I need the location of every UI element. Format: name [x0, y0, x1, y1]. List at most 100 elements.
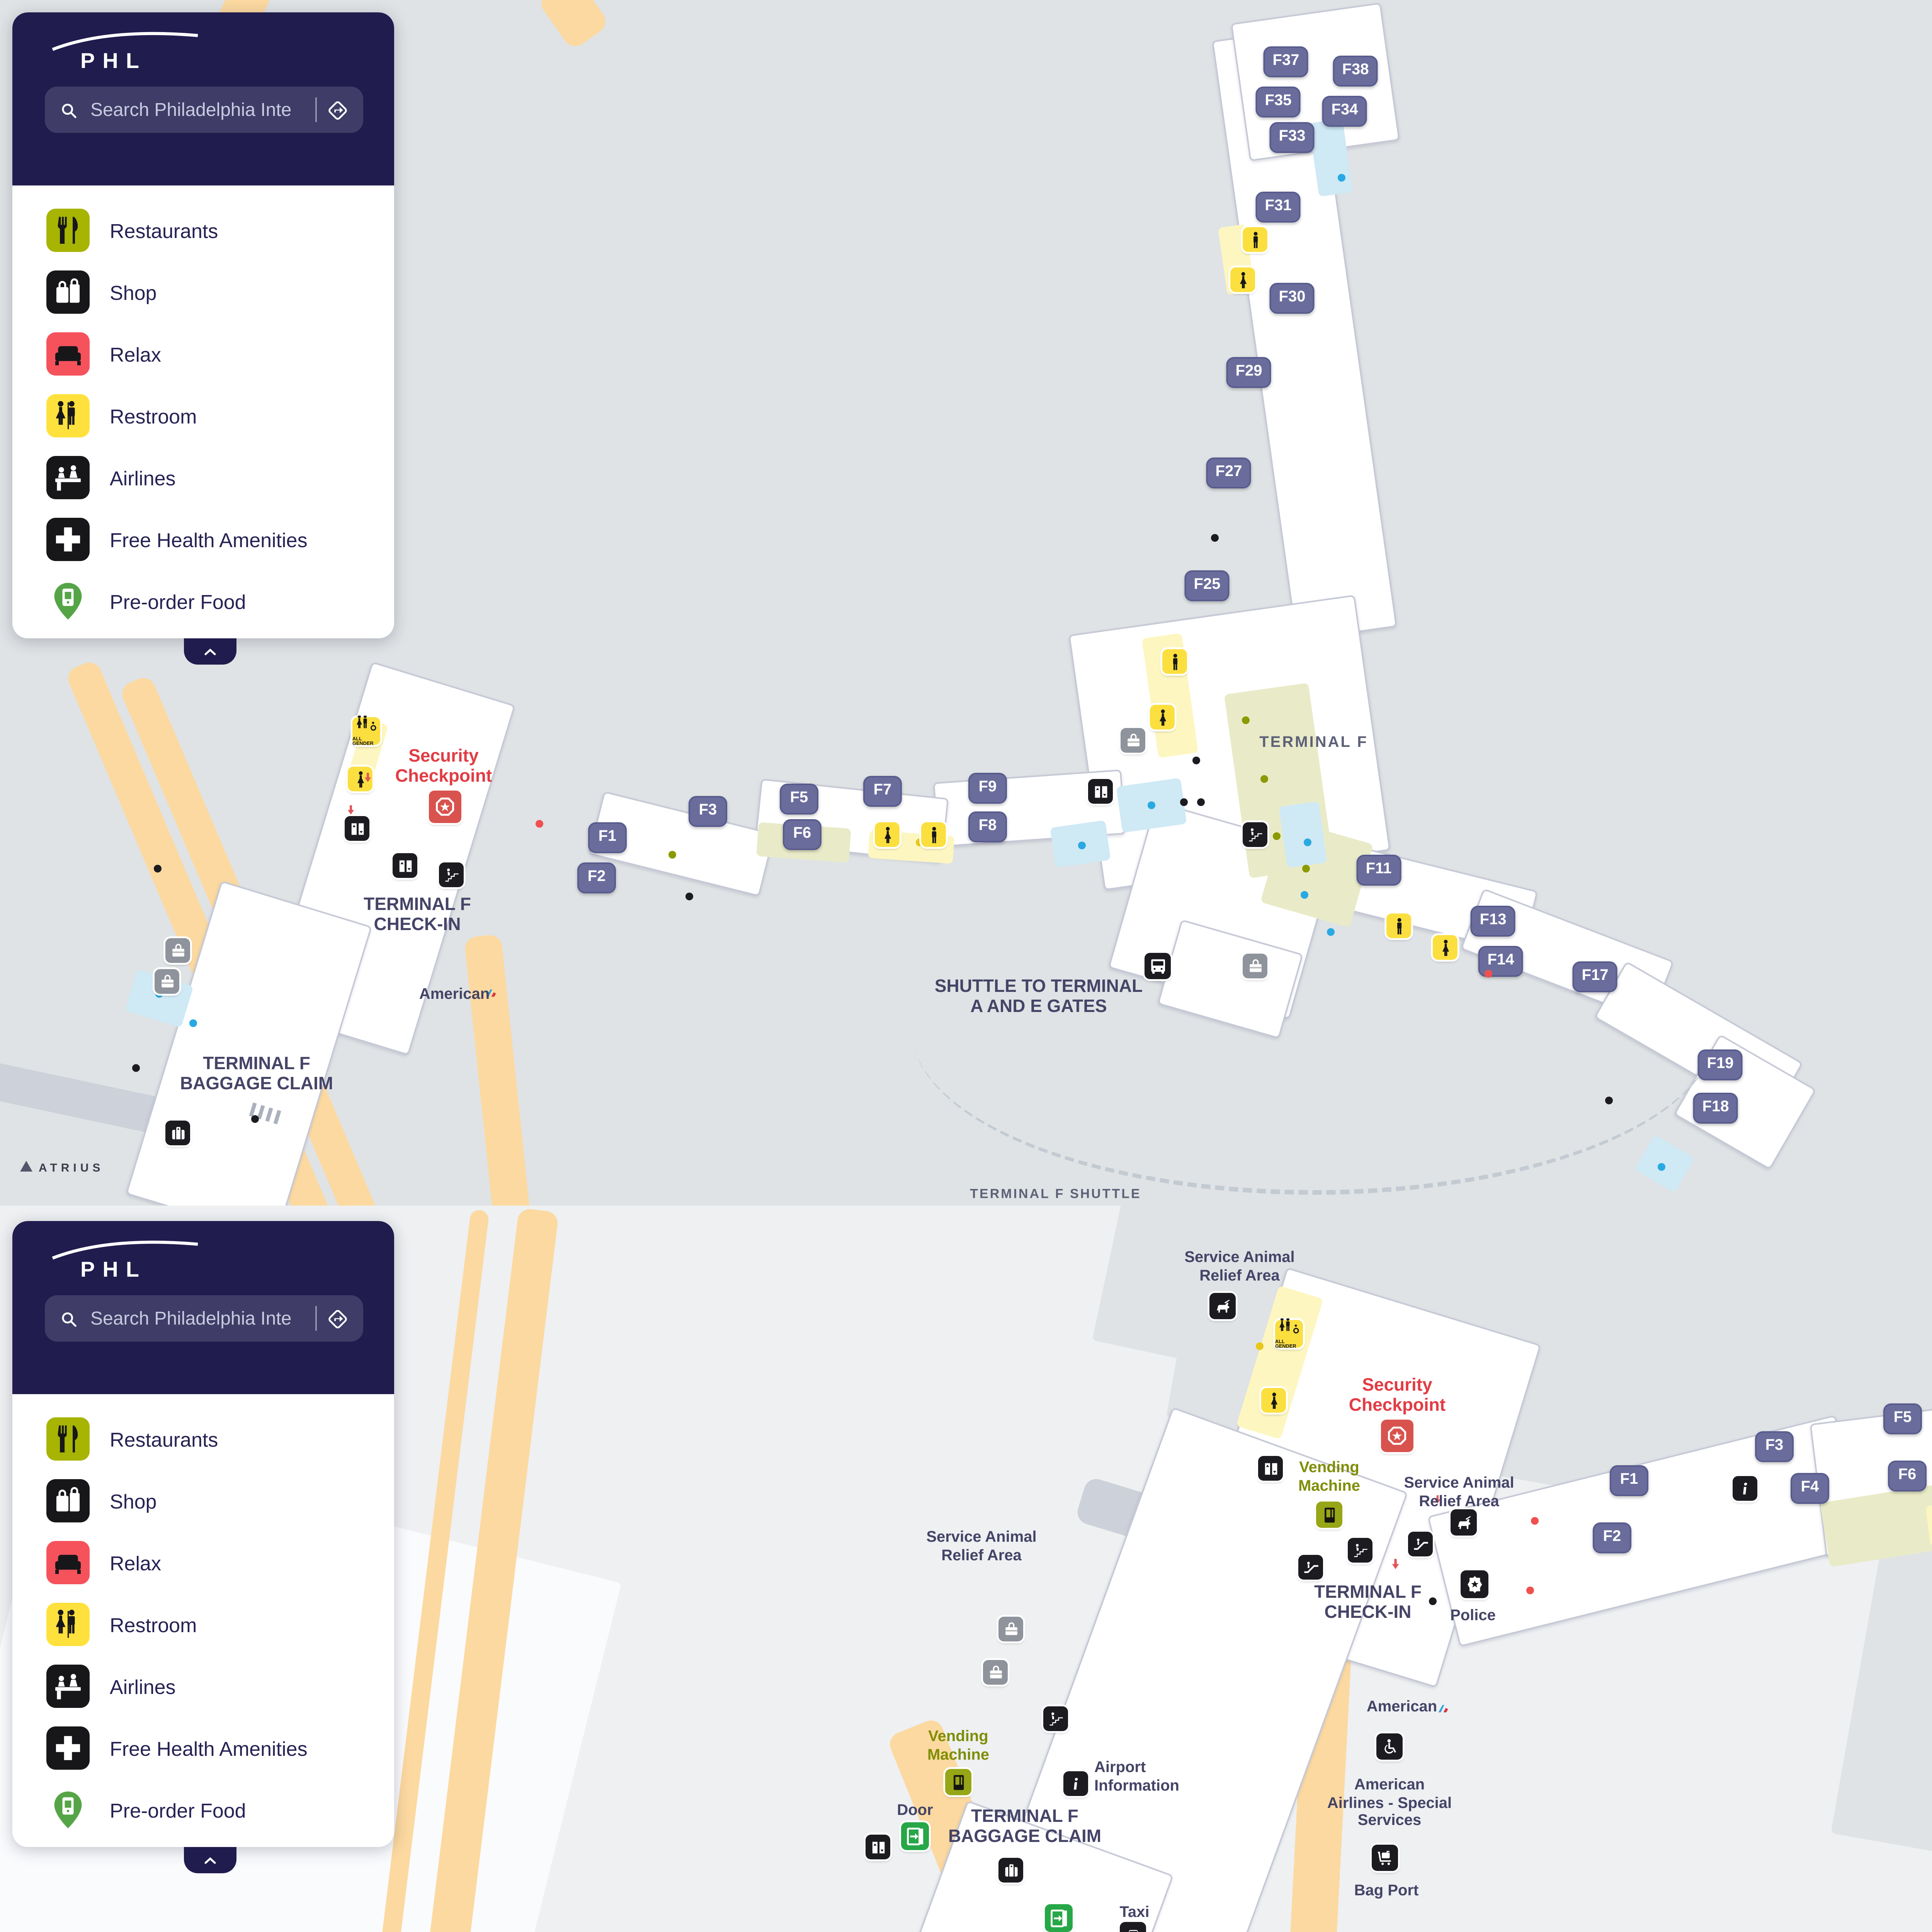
sidebar-item-restroom[interactable]: Restroom: [12, 385, 394, 447]
sidebar-item-restaurants[interactable]: Restaurants: [12, 1408, 394, 1470]
stairs-icon[interactable]: [439, 862, 464, 887]
sidebar-item-free-health-amenities[interactable]: Free Health Amenities: [12, 1717, 394, 1779]
sidebar-item-relax[interactable]: Relax: [12, 1532, 394, 1594]
gate-F37[interactable]: F37: [1263, 46, 1309, 77]
men-restroom-icon[interactable]: [1243, 227, 1267, 252]
sidebar-item-restroom[interactable]: Restroom: [12, 1594, 394, 1655]
door-icon[interactable]: [1045, 1904, 1073, 1932]
gate-F3[interactable]: F3: [1755, 1431, 1794, 1462]
women-restroom-icon[interactable]: [1230, 267, 1255, 292]
gate-F5[interactable]: F5: [780, 784, 818, 815]
women-restroom-icon[interactable]: [875, 822, 900, 847]
sidebar-collapse-button[interactable]: [184, 1847, 236, 1873]
gate-F5[interactable]: F5: [1883, 1403, 1922, 1434]
gate-F31[interactable]: F31: [1255, 192, 1301, 223]
baggage-icon[interactable]: [165, 938, 190, 963]
red-arrow-icon[interactable]: [360, 770, 376, 785]
gate-F1[interactable]: F1: [1610, 1465, 1648, 1496]
baggage-icon[interactable]: [155, 969, 179, 994]
men-restroom-icon[interactable]: [921, 822, 946, 847]
sidebar-item-pre-order-food[interactable]: Pre-order Food: [12, 1779, 394, 1841]
all-gender-restroom-icon[interactable]: ALL GENDER: [1275, 1320, 1303, 1349]
gate-F8[interactable]: F8: [968, 811, 1007, 842]
men-restroom-icon[interactable]: [1162, 649, 1187, 674]
gate-F35[interactable]: F35: [1255, 87, 1301, 117]
sidebar-item-shop[interactable]: Shop: [12, 261, 394, 323]
gate-F6[interactable]: F6: [783, 819, 821, 850]
gate-F33[interactable]: F33: [1269, 122, 1315, 153]
gate-F3[interactable]: F3: [689, 796, 727, 827]
gate-F25[interactable]: F25: [1184, 570, 1230, 601]
sidebar-item-relax[interactable]: Relax: [12, 323, 394, 385]
red-arrow-icon[interactable]: [343, 802, 359, 818]
baggage-icon[interactable]: [998, 1617, 1023, 1641]
sidebar-collapse-button[interactable]: [184, 638, 236, 665]
gate-F13[interactable]: F13: [1470, 906, 1516, 937]
red-arrow-icon[interactable]: [1387, 1556, 1404, 1573]
women-restroom-icon[interactable]: [1433, 935, 1458, 960]
police-icon[interactable]: [1461, 1570, 1488, 1598]
door-icon[interactable]: [901, 1822, 929, 1850]
taxi-icon[interactable]: [1120, 1922, 1146, 1932]
search-input[interactable]: [87, 97, 305, 122]
gate-F19[interactable]: F19: [1697, 1049, 1743, 1080]
gate-F2[interactable]: F2: [1593, 1522, 1631, 1553]
gate-F30[interactable]: F30: [1269, 283, 1315, 314]
info-icon[interactable]: [1063, 1771, 1088, 1796]
gate-F7[interactable]: F7: [863, 776, 902, 807]
gate-F29[interactable]: F29: [1226, 357, 1272, 388]
search-input[interactable]: [87, 1306, 305, 1331]
stairs-icon[interactable]: [1243, 822, 1267, 847]
gate-F18[interactable]: F18: [1693, 1093, 1738, 1124]
all-gender-restroom-icon[interactable]: ALL GENDER: [352, 717, 380, 746]
gate-F6[interactable]: F6: [1888, 1461, 1927, 1492]
wheelchair-icon[interactable]: [1376, 1733, 1403, 1760]
sidebar-item-shop[interactable]: Shop: [12, 1470, 394, 1532]
gate-F4[interactable]: F4: [1791, 1473, 1829, 1504]
gate-F27[interactable]: F27: [1206, 457, 1252, 488]
sidebar-item-pre-order-food[interactable]: Pre-order Food: [12, 570, 394, 632]
vending-machine-icon[interactable]: [945, 1769, 971, 1795]
service-animal-icon[interactable]: [1209, 1293, 1236, 1319]
directions-icon[interactable]: [325, 1307, 349, 1330]
escalator-icon[interactable]: [1408, 1532, 1433, 1556]
elevator-icon[interactable]: [345, 816, 369, 841]
info-icon[interactable]: [1733, 1476, 1757, 1501]
sidebar-item-restaurants[interactable]: Restaurants: [12, 199, 394, 261]
gate-F34[interactable]: F34: [1322, 96, 1367, 127]
gate-F14[interactable]: F14: [1478, 946, 1524, 977]
stairs-icon[interactable]: [1043, 1706, 1068, 1731]
baggage-claim-icon[interactable]: [165, 1121, 190, 1145]
sidebar-item-airlines[interactable]: Airlines: [12, 1655, 394, 1717]
baggage-claim-icon[interactable]: [998, 1858, 1023, 1883]
gate-F2[interactable]: F2: [577, 862, 616, 893]
bag-cart-icon[interactable]: [1372, 1845, 1398, 1871]
service-animal-icon[interactable]: [1451, 1509, 1477, 1536]
escalator-icon[interactable]: [1298, 1555, 1323, 1580]
women-restroom-icon[interactable]: [1261, 1388, 1286, 1413]
gate-F9[interactable]: F9: [968, 773, 1007, 804]
baggage-icon[interactable]: [1243, 954, 1267, 978]
baggage-icon[interactable]: [983, 1660, 1008, 1685]
elevator-icon[interactable]: [1258, 1456, 1283, 1481]
elevator-icon[interactable]: [1088, 779, 1113, 804]
women-restroom-icon[interactable]: [1150, 705, 1175, 730]
couch-icon: [46, 332, 90, 376]
gate-F1[interactable]: F1: [588, 822, 627, 853]
gate-F38[interactable]: F38: [1333, 56, 1378, 87]
shuttle-bus-icon[interactable]: [1145, 953, 1171, 979]
elevator-icon[interactable]: [866, 1835, 890, 1859]
vending-machine-icon[interactable]: [1316, 1502, 1342, 1528]
security-checkpoint-icon[interactable]: [429, 791, 461, 823]
sidebar-item-airlines[interactable]: Airlines: [12, 447, 394, 509]
sidebar-item-free-health-amenities[interactable]: Free Health Amenities: [12, 509, 394, 570]
gate-F11[interactable]: F11: [1356, 855, 1401, 886]
stairs-icon[interactable]: [1348, 1538, 1372, 1563]
building-shape: [1279, 801, 1327, 868]
security-checkpoint-icon[interactable]: [1381, 1420, 1413, 1452]
gate-F17[interactable]: F17: [1572, 961, 1618, 992]
directions-icon[interactable]: [325, 98, 349, 121]
baggage-icon[interactable]: [1121, 728, 1145, 753]
men-restroom-icon[interactable]: [1386, 913, 1411, 938]
elevator-icon[interactable]: [393, 853, 417, 878]
